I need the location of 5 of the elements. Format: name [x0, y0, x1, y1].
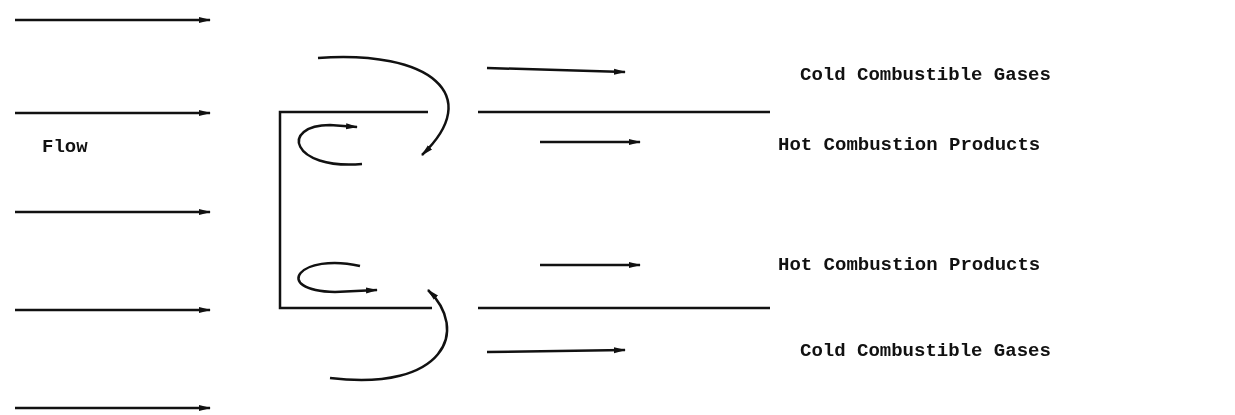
flow-label: Cold Combustible Gases [800, 64, 1051, 86]
flow-label: Cold Combustible Gases [800, 340, 1051, 362]
flow-label: Hot Combustion Products [778, 134, 1041, 156]
flow-label: Hot Combustion Products [778, 254, 1041, 276]
flow-label: Flow [42, 136, 88, 158]
